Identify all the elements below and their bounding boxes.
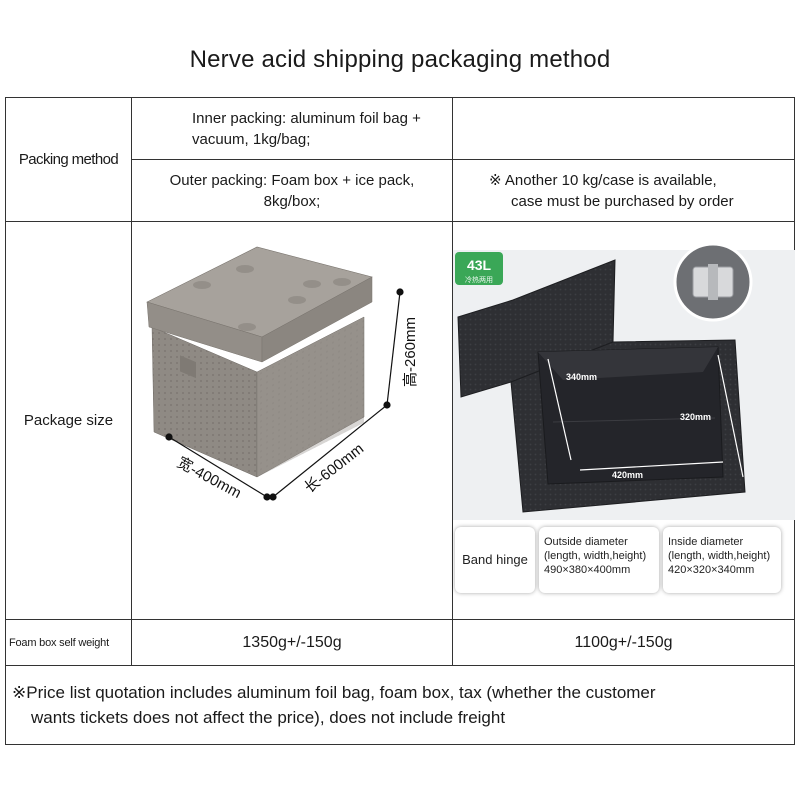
capacity-badge: 43L [467,257,492,273]
band-hinge-label: Band hinge [462,552,528,567]
outer-packing-line2: 8kg/box; [263,192,321,210]
inner-packing-text: Inner packing: aluminum foil bag + vacuu… [192,109,421,148]
packaging-table: Packing method Inner packing: aluminum f… [5,97,795,745]
note-cell: ※ Another 10 kg/case is available, case … [452,159,795,222]
dim-420-label: 420mm [612,470,643,480]
inside-diameter-sub: (length, width,height) [668,550,771,562]
empty-cell [452,97,795,160]
inside-diameter-box: Inside diameter (length, width,height) 4… [663,527,781,593]
outside-diameter-title: Outside diameter [544,536,628,548]
note-line1: ※ Another 10 kg/case is available, [489,171,717,189]
capacity-badge-sub: 冷热两用 [465,275,493,284]
price-note-line2: wants tickets does not affect the price)… [31,708,506,727]
hinge-spec-bar: Band hinge Outside diameter (length, wid… [455,527,781,593]
outside-diameter-box: Outside diameter (length, width,height) … [539,527,659,593]
band-hinge-box: Band hinge [455,527,535,593]
package-size-label: Package size [5,221,132,620]
outside-diameter-value: 490×380×400mm [544,564,631,576]
outer-packing-line1: Outer packing: Foam box + ice pack, [169,171,415,189]
price-note-line1: ※Price list quotation includes aluminum … [12,683,656,702]
packing-method-label: Packing method [5,97,132,222]
foam-box-photo-cell: 高-260mm 宽-400mm 长-600mm [131,221,453,620]
outer-packing-cell: Outer packing: Foam box + ice pack, 8kg/… [131,159,453,222]
outside-diameter-sub: (length, width,height) [544,550,647,562]
price-note-cell: ※Price list quotation includes aluminum … [5,665,795,745]
page-title: Nerve acid shipping packaging method [189,46,611,73]
self-weight-right: 1100g+/-150g [452,619,795,666]
self-weight-left: 1350g+/-150g [131,619,453,666]
inside-diameter-value: 420×320×340mm [668,564,755,576]
self-weight-label: Foam box self weight [5,619,132,666]
inside-diameter-title: Inside diameter [668,536,744,548]
note-line2: case must be purchased by order [511,192,734,210]
foam-box-image: 高-260mm 宽-400mm 长-600mm [146,246,419,502]
height-dim-label: 高-260mm [402,317,419,387]
dim-340-label: 340mm [566,372,597,382]
inner-packing-cell: Inner packing: aluminum foil bag + vacuu… [131,97,453,160]
insulated-box-image: 340mm 320mm 420mm 43L 冷热两用 [453,242,795,520]
dim-320-label: 320mm [680,412,711,422]
